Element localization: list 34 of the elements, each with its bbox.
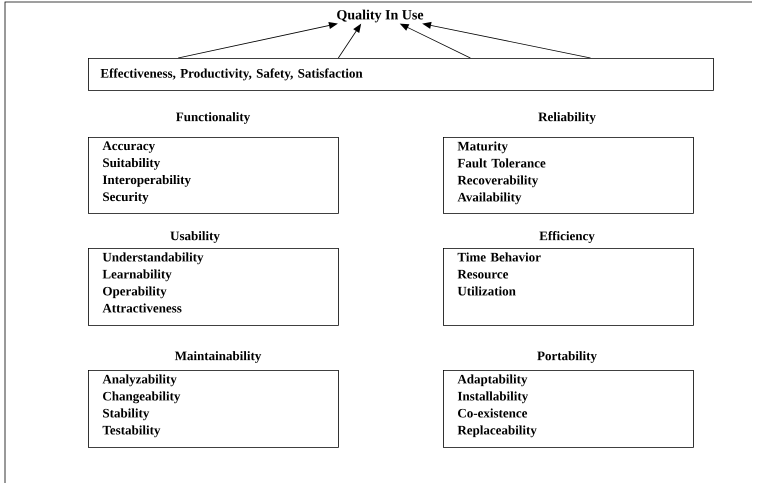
list-box: Time Behavior Resource Utilization	[443, 248, 694, 326]
node-label: Maturity	[458, 141, 508, 154]
node-label: Recoverability	[458, 175, 538, 188]
list-box: Accuracy Suitability Interoperability Security	[88, 137, 339, 214]
node-label: Suitability	[103, 158, 160, 170]
list-box: Adaptability Installability Co-existence Replaceability	[443, 370, 694, 448]
node-label: Installability	[458, 391, 528, 404]
node-label: Replaceability	[458, 425, 537, 438]
list-box: Maturity Fault Tolerance Recoverability Availability	[443, 137, 694, 214]
node-label: Changeability	[103, 391, 180, 404]
list-box: Analyzability Changeability Stability Testability	[88, 370, 339, 448]
factor-box: Effectiveness, Productivity, Safety, Satisfaction	[88, 58, 714, 91]
category-heading: Functionality	[176, 112, 250, 124]
node-label: Availability	[458, 192, 522, 204]
node-label: Security	[103, 192, 148, 204]
node-label: Testability	[102, 425, 160, 438]
node-label: Accuracy	[102, 141, 155, 153]
category-heading: Reliability	[538, 112, 596, 124]
category-heading: Maintainability	[174, 351, 262, 363]
node-label: Analyzability	[102, 374, 177, 386]
category-heading: Efficiency	[539, 231, 595, 243]
node-label: Interoperability	[102, 174, 191, 187]
node-label: Stability	[103, 408, 150, 420]
node-label: Adaptability	[458, 374, 528, 386]
node-label: Attractiveness	[102, 303, 182, 313]
node-label: Learnability	[102, 269, 172, 282]
node-label: Co-existence	[458, 408, 528, 418]
list-box: Understandability Learnability Operability Attractiveness	[88, 248, 339, 326]
node-label: Understandability	[102, 252, 204, 264]
category-heading: Usability	[170, 231, 220, 243]
node-label: Fault Tolerance	[458, 158, 546, 168]
title-text: Quality In Use	[337, 10, 424, 22]
node-label: Operability	[103, 286, 167, 298]
category-heading: Portability	[537, 351, 597, 363]
